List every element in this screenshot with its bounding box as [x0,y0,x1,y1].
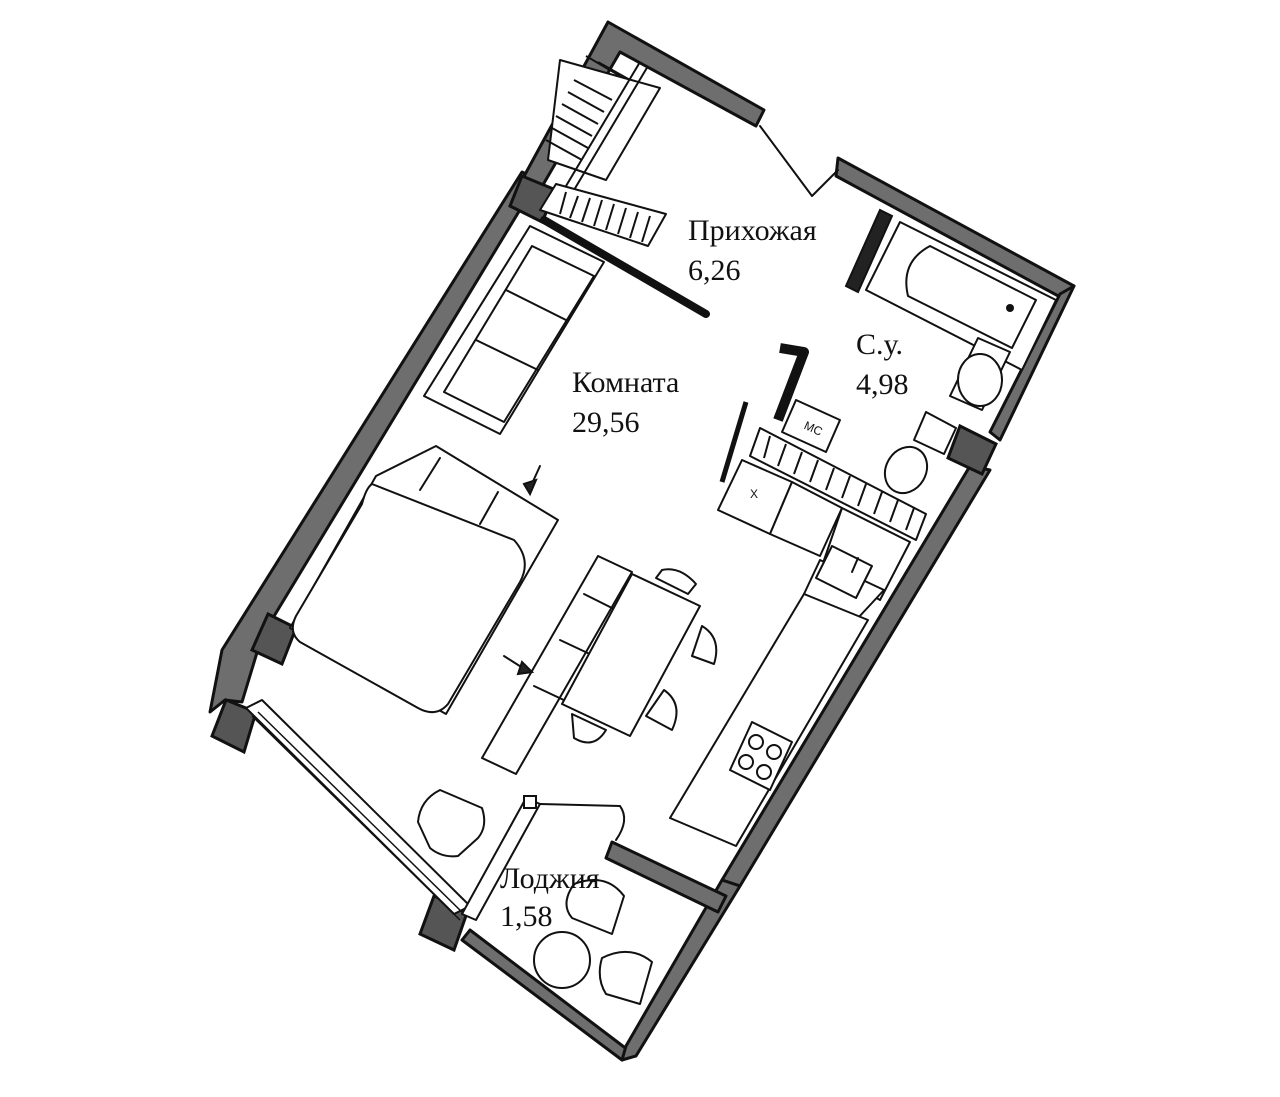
column [946,423,998,476]
room-name-hallway: Прихожая [688,214,817,247]
burner [748,734,764,750]
room-labels: Прихожая 6,26 Комната 29,56 С.у. 4,98 Ло… [500,214,909,933]
column [250,611,298,667]
room-name-bathroom: С.у. [856,328,903,361]
living-room [289,225,718,858]
bathtub-inner [905,245,1037,349]
kitchen: Х [669,459,911,847]
kitchen-counter [669,593,869,847]
drain-icon [1006,304,1014,312]
kitchen-cabinet [769,481,843,557]
wall-right [988,284,1076,442]
room-area-hallway: 6,26 [688,254,741,287]
room-area-loggia: 1,58 [500,900,553,933]
chair [655,568,697,595]
bathroom: МС [719,208,1057,495]
washbasin [957,353,1003,407]
wardrobe [539,55,710,318]
shoe-rack [539,183,667,247]
toilet-tank [913,411,957,455]
exterior-walls [208,20,1076,1062]
wall-loggia-right [620,878,742,1062]
fridge-label: Х [750,487,758,501]
room-area-living: 29,56 [572,406,640,439]
wall-left [208,170,540,714]
burner [738,754,754,770]
kitchen-partition [749,427,927,541]
room-area-bathroom: 4,98 [856,368,909,401]
loggia-furniture [533,879,653,1005]
sofa-seat [443,245,595,423]
chair [691,625,718,665]
burner [766,744,782,760]
room-name-loggia: Лоджия [500,862,600,895]
wall-loggia-partition [604,840,728,914]
bed [291,483,526,714]
dining-table [561,573,701,737]
entry-door [759,125,839,197]
burner [756,764,772,780]
wardrobe-hangers [545,55,631,161]
chair [645,689,678,731]
toilet-bowl [883,445,929,495]
tv-stand [481,555,633,775]
armchair [417,789,486,858]
bathroom-wall-stub [844,208,894,294]
loggia-chair [565,879,625,935]
washing-machine [781,399,841,453]
loggia-table [533,931,591,989]
chair [571,713,607,744]
loggia-door [461,795,626,921]
room-name-living: Комната [572,366,679,399]
shoe-rack-hatch [559,191,651,243]
cooktop [729,721,793,791]
loggia-chair [598,951,653,1005]
